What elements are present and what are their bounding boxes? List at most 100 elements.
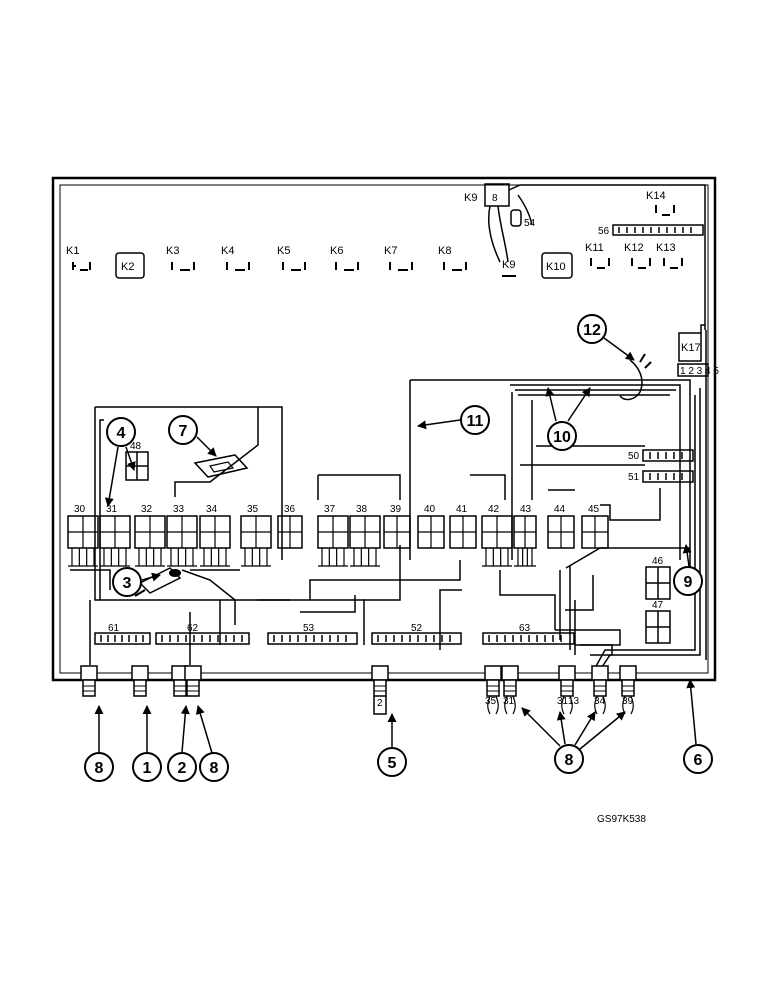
fuse-label: 42 (488, 504, 500, 515)
callout-label: 5 (388, 755, 397, 772)
fuse-block-36: 36 (277, 504, 303, 549)
svg-text:52: 52 (411, 623, 423, 634)
svg-text:K9: K9 (464, 192, 477, 204)
fuse-label: 44 (554, 504, 566, 515)
relay-k10: K10 (541, 252, 573, 279)
relay-k3: K3 (166, 245, 195, 271)
connector-53: 53 (267, 623, 358, 645)
svg-text:35: 35 (485, 696, 497, 707)
svg-text:K6: K6 (330, 245, 343, 257)
relay-k14: K14 (646, 190, 675, 216)
svg-text:K3: K3 (166, 245, 179, 257)
svg-text:63: 63 (519, 623, 531, 634)
svg-text:2: 2 (377, 698, 383, 709)
svg-text:48: 48 (130, 441, 142, 452)
svg-text:K11: K11 (585, 242, 604, 254)
fuse-block-42: 42 (481, 504, 513, 567)
relay-k6: K6 (330, 245, 359, 271)
connector-56: 56 (598, 224, 704, 237)
cable-gland (371, 665, 389, 715)
fuse-label: 31 (106, 504, 118, 515)
callout-1: 1 (132, 705, 162, 782)
callout-label: 8 (565, 752, 574, 769)
svg-text:46: 46 (652, 556, 664, 567)
svg-text:50: 50 (628, 451, 640, 462)
connector-62: 62 (155, 623, 250, 645)
fuse-block-47: 47 (645, 600, 671, 644)
callout-9: 9 (673, 544, 703, 596)
cable-gland (184, 665, 202, 697)
fuse-block-43: 43 (513, 504, 537, 567)
relay-k12: K12 (624, 242, 651, 269)
svg-text:K9: K9 (502, 259, 515, 271)
fuse-label: 32 (141, 504, 153, 515)
svg-text:31: 31 (503, 696, 515, 707)
connector-50: 50 (628, 449, 694, 462)
fuse-block-31: 31 (99, 504, 131, 567)
cable-gland (619, 665, 637, 715)
relay-k7: K7 (384, 245, 413, 271)
callout-label: 8 (95, 760, 104, 777)
callout-label: 12 (583, 322, 601, 339)
fuse-label: 39 (390, 504, 402, 515)
fuse-label: 37 (324, 504, 336, 515)
svg-text:K10: K10 (546, 261, 566, 273)
cable-gland (558, 665, 576, 715)
bottom-terminal-labels: 2 35 31 31 13 34 39 (377, 696, 634, 709)
svg-text:K8: K8 (438, 245, 451, 257)
callout-11: 11 (417, 405, 490, 435)
callout-8: 8 (195, 705, 229, 782)
fuse-block-34: 34 (199, 504, 231, 567)
callout-label: 1 (143, 760, 152, 777)
cable-glands (80, 665, 637, 715)
callout-label: 8 (210, 760, 219, 777)
svg-text:K7: K7 (384, 245, 397, 257)
fuse-block-37: 37 (317, 504, 349, 567)
svg-text:K12: K12 (624, 242, 644, 254)
fuse-block-33: 33 (166, 504, 198, 567)
svg-text:53: 53 (303, 623, 315, 634)
fuse-block-45: 45 (581, 504, 609, 549)
relay-k5: K5 (277, 245, 306, 271)
svg-text:1 2 3 4 5: 1 2 3 4 5 (680, 366, 719, 377)
callout-label: 10 (553, 429, 571, 446)
callout-8: 8 (84, 705, 114, 782)
relay-k9-top: K9 8 54 (464, 183, 706, 330)
relay-k9: K9 (502, 259, 516, 277)
svg-text:54: 54 (524, 218, 536, 229)
fuse-block-41: 41 (449, 504, 477, 549)
connector-63: 63 (482, 623, 575, 645)
cable-gland (591, 665, 609, 715)
svg-text:K4: K4 (221, 245, 234, 257)
fuse-block-40: 40 (417, 504, 445, 549)
svg-text:62: 62 (187, 623, 199, 634)
fuse-label: 36 (284, 504, 296, 515)
cable-gland (501, 665, 519, 715)
fuse-block-35: 35 (240, 504, 272, 567)
callout-label: 2 (178, 760, 187, 777)
svg-text:K14: K14 (646, 190, 666, 202)
callout-5: 5 (377, 713, 407, 777)
svg-text:61: 61 (108, 623, 120, 634)
fuse-label: 35 (247, 504, 259, 515)
module-7 (193, 454, 249, 478)
svg-text:K17: K17 (681, 342, 701, 354)
figure-code: GS97K538 (597, 814, 646, 825)
callout-12: 12 (577, 314, 635, 361)
svg-text:8: 8 (492, 193, 498, 204)
cable-gland (131, 665, 149, 697)
fuse-label: 41 (456, 504, 468, 515)
fuse-block-30: 30 (67, 504, 99, 567)
k17-harness-clip (619, 353, 652, 401)
relay-k4: K4 (221, 245, 250, 271)
fuse-block-44: 44 (547, 504, 575, 549)
relay-k17: K17 1 2 3 4 5 (677, 324, 719, 377)
connector-52: 52 (371, 623, 462, 645)
svg-text:K13: K13 (656, 242, 676, 254)
callout-2: 2 (167, 705, 197, 782)
cable-gland (484, 665, 502, 715)
fuse-label: 30 (74, 504, 86, 515)
svg-text:47: 47 (652, 600, 664, 611)
